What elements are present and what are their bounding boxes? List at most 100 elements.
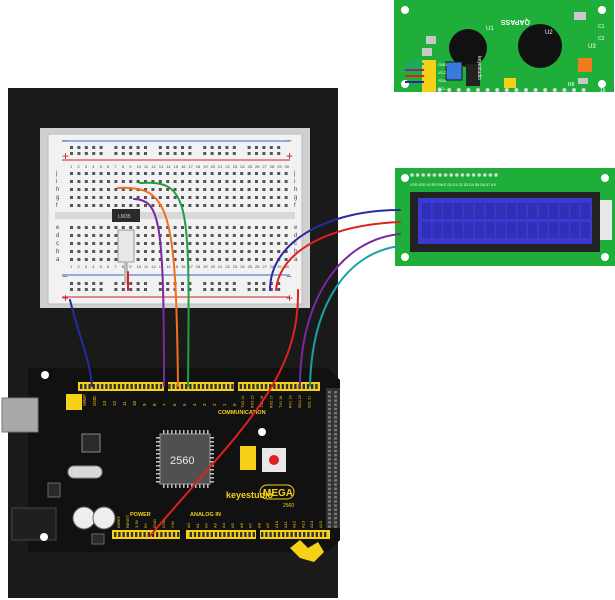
header-pin	[273, 384, 276, 389]
header-pin	[96, 384, 100, 389]
column-number: 2	[77, 164, 80, 169]
grid-hole	[70, 258, 73, 261]
rail-hole	[210, 152, 214, 155]
rail-minus-top-right: −	[286, 136, 292, 147]
module-pin	[456, 88, 461, 92]
icsp-header-right	[240, 446, 256, 470]
grid-hole	[210, 196, 214, 199]
grid-hole	[151, 250, 155, 253]
lcd-character-cell	[453, 222, 463, 238]
grid-hole	[203, 258, 207, 261]
grid-hole	[225, 226, 229, 229]
header-pin	[285, 384, 289, 389]
header-pin	[328, 449, 331, 453]
digital-header	[78, 382, 164, 391]
digital-pin-label: 11	[122, 401, 127, 406]
chip-leg	[156, 477, 160, 479]
chip-leg	[156, 437, 160, 439]
rail-hole	[77, 288, 81, 291]
header-pin	[172, 384, 175, 389]
header-pin	[328, 487, 331, 490]
comm-pin-label: TX1 18	[279, 396, 283, 408]
grid-hole	[181, 234, 184, 237]
column-number: 9	[129, 164, 132, 169]
power-pin-label: GND	[152, 519, 157, 528]
column-number: 17	[188, 264, 193, 269]
header-pin	[277, 532, 281, 537]
rail-hole	[232, 282, 236, 285]
lcd-character-cell	[432, 203, 442, 219]
rail-hole	[121, 282, 125, 285]
grid-hole	[255, 188, 258, 191]
rail-hole	[181, 152, 184, 155]
digital-pin-label: 6	[172, 403, 177, 406]
chip-leg	[163, 484, 165, 488]
power-jack	[11, 507, 57, 541]
grid-hole	[166, 234, 170, 237]
header-pin	[92, 384, 95, 389]
column-number: 21	[218, 164, 223, 169]
header-pin	[109, 384, 112, 389]
grid-hole	[114, 204, 118, 207]
grid-hole	[136, 204, 140, 207]
header-pin	[334, 433, 337, 436]
header-pin	[328, 470, 331, 474]
header-pin	[261, 532, 264, 537]
bottom-header-pins	[114, 532, 327, 537]
top-header-pins	[80, 384, 318, 389]
grid-hole	[232, 234, 236, 237]
grid-hole	[240, 226, 244, 229]
grid-hole	[218, 188, 221, 191]
grid-hole	[181, 250, 184, 253]
grid-hole	[203, 188, 207, 191]
grid-hole	[255, 258, 258, 261]
lcd-pin	[471, 173, 476, 177]
lcd-character-cell	[538, 222, 548, 238]
lcd-character-cell	[432, 222, 442, 238]
header-pin	[156, 532, 159, 537]
grid-hole	[203, 196, 207, 199]
chip-leg	[175, 484, 177, 488]
rail-hole	[166, 288, 170, 291]
grid-hole	[195, 172, 199, 175]
grid-hole	[173, 258, 177, 261]
lcd-character-cell	[570, 222, 580, 238]
column-number: 4	[92, 164, 95, 169]
header-pin	[328, 491, 331, 495]
rail-hole	[262, 146, 266, 149]
chip-leg	[191, 430, 193, 434]
grid-hole	[262, 234, 266, 237]
rail-hole	[173, 146, 177, 149]
grid-hole	[99, 250, 103, 253]
rail-hole	[181, 282, 184, 285]
grid-hole	[129, 196, 133, 199]
grid-hole	[77, 250, 81, 253]
chip-leg	[156, 449, 160, 451]
rail-hole	[166, 146, 170, 149]
grid-hole	[70, 196, 73, 199]
module-label-gnd: GND	[438, 62, 447, 67]
header-pin	[334, 500, 337, 503]
lcd-character-cell	[549, 222, 559, 238]
header-pin	[328, 420, 331, 423]
grid-hole	[136, 258, 140, 261]
comm-pin-label: RX1 19	[289, 395, 293, 408]
column-number: 28	[270, 264, 275, 269]
module-label-u2: U2	[545, 30, 553, 36]
chip-leg	[179, 484, 181, 488]
grid-hole	[70, 172, 73, 175]
header-pin	[277, 384, 280, 389]
grid-hole	[144, 226, 147, 229]
rail-hole	[136, 282, 140, 285]
lcd-character-cell	[443, 203, 453, 219]
lcd-character-cell	[485, 203, 495, 219]
grid-hole	[247, 234, 251, 237]
main-chip-legs	[156, 430, 214, 488]
grid-hole	[269, 180, 273, 183]
header-pin	[160, 532, 163, 537]
header-pin	[306, 384, 310, 389]
module-pin	[466, 88, 471, 92]
analog-pin-label: A10	[274, 520, 279, 528]
grid-hole	[151, 258, 155, 261]
header-pin	[168, 384, 171, 389]
